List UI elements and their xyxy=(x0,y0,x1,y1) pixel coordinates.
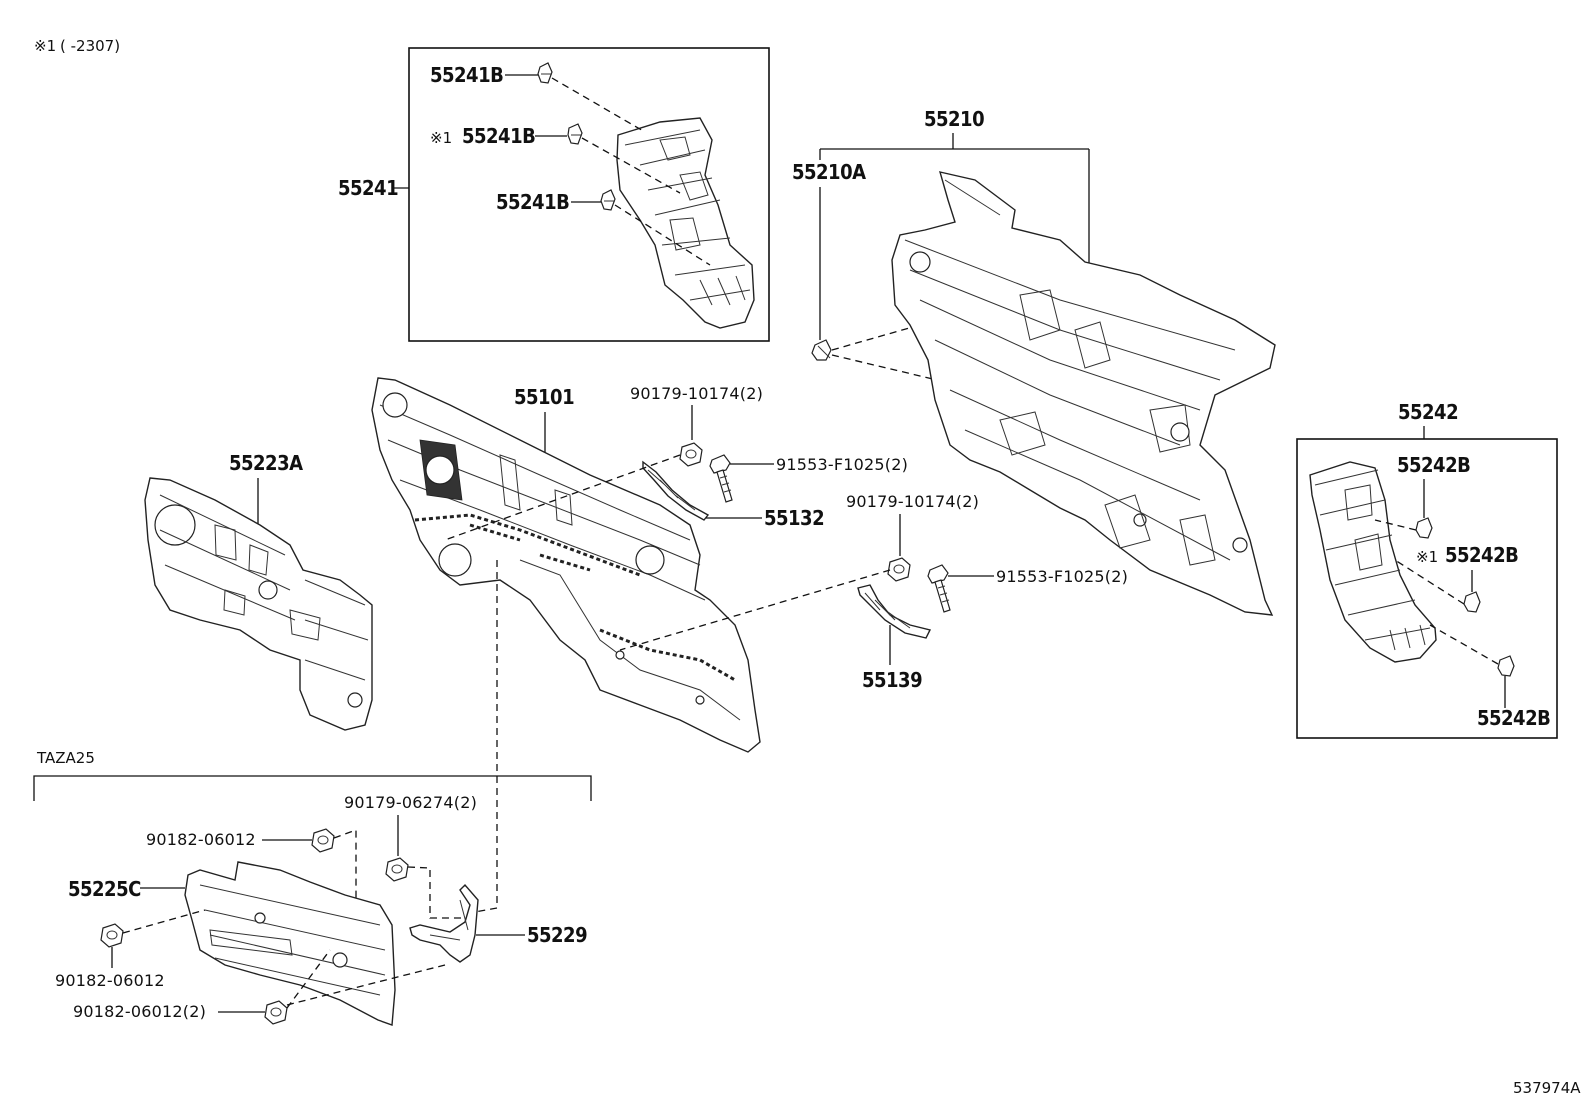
nut-90182-06012-c[interactable] xyxy=(264,1000,288,1025)
label-55242B-c: 55242B xyxy=(1477,706,1550,730)
bolt-91553-F1025-b[interactable] xyxy=(927,564,951,613)
part-55132-bracket[interactable] xyxy=(642,460,710,521)
nut-90182-06012-a[interactable] xyxy=(311,828,335,853)
group-box-55242 xyxy=(1296,438,1558,739)
clip-55242B-c[interactable] xyxy=(1497,655,1515,677)
part-55241-insulator[interactable] xyxy=(616,117,755,329)
nut-90182-06012-b[interactable] xyxy=(100,923,124,948)
label-55242B-b-mark: ※1 xyxy=(1416,548,1438,566)
label-55210A: 55210A xyxy=(792,160,866,184)
label-90179-06274: 90179-06274(2) xyxy=(344,793,477,812)
label-55241B-b-mark: ※1 xyxy=(430,129,452,147)
label-55241B-b: 55241B xyxy=(462,124,535,148)
clip-55241B-b[interactable] xyxy=(567,123,583,145)
bolt-91553-F1025-a[interactable] xyxy=(709,454,733,503)
label-91553-F1025-a: 91553-F1025(2) xyxy=(776,455,908,474)
label-55242: 55242 xyxy=(1398,400,1458,424)
part-55101-dash-panel[interactable] xyxy=(371,377,761,753)
label-55241B-a: 55241B xyxy=(430,63,503,87)
part-55225C-insulator[interactable] xyxy=(184,861,396,1026)
part-55242-insulator[interactable] xyxy=(1309,461,1437,663)
label-55241B-c: 55241B xyxy=(496,190,569,214)
bracket-55229[interactable] xyxy=(409,883,479,963)
label-taza25: TAZA25 xyxy=(36,749,95,767)
label-90179-10174-b: 90179-10174(2) xyxy=(846,492,979,511)
label-55101: 55101 xyxy=(514,385,574,409)
label-91553-F1025-b: 91553-F1025(2) xyxy=(996,567,1128,586)
note-range: ( -2307) xyxy=(60,37,120,55)
label-90182-06012-b: 90182-06012 xyxy=(55,971,165,990)
nut-90179-06274[interactable] xyxy=(385,857,409,882)
label-55229: 55229 xyxy=(527,923,587,947)
label-55242B-a: 55242B xyxy=(1397,453,1470,477)
note-mark: ※1 xyxy=(34,37,56,55)
label-90182-06012-c: 90182-06012(2) xyxy=(73,1002,206,1021)
label-55225C: 55225C xyxy=(68,877,141,901)
part-55139-bracket[interactable] xyxy=(857,584,932,639)
clip-55241B-c[interactable] xyxy=(600,189,616,211)
nut-90179-10174-a[interactable] xyxy=(679,442,703,467)
part-55223A-insulator[interactable] xyxy=(144,477,373,731)
clip-55242B-a[interactable] xyxy=(1415,517,1433,539)
label-55132: 55132 xyxy=(764,506,824,530)
clip-55210A[interactable] xyxy=(811,339,832,361)
taza25-bracket xyxy=(33,775,592,801)
part-55210-dash-silencer[interactable] xyxy=(891,171,1276,616)
label-55210: 55210 xyxy=(924,107,984,131)
clip-55242B-b[interactable] xyxy=(1463,591,1481,613)
figure-code: 537974A xyxy=(1513,1079,1581,1097)
nut-90179-10174-b[interactable] xyxy=(887,557,911,582)
label-55242B-b: 55242B xyxy=(1445,543,1518,567)
group-box-55241 xyxy=(408,47,770,342)
label-55223A: 55223A xyxy=(229,451,303,475)
clip-55241B-a[interactable] xyxy=(537,62,553,84)
label-55241: 55241 xyxy=(338,176,398,200)
label-55139: 55139 xyxy=(862,668,922,692)
label-90182-06012-a: 90182-06012 xyxy=(146,830,256,849)
label-90179-10174-a: 90179-10174(2) xyxy=(630,384,763,403)
